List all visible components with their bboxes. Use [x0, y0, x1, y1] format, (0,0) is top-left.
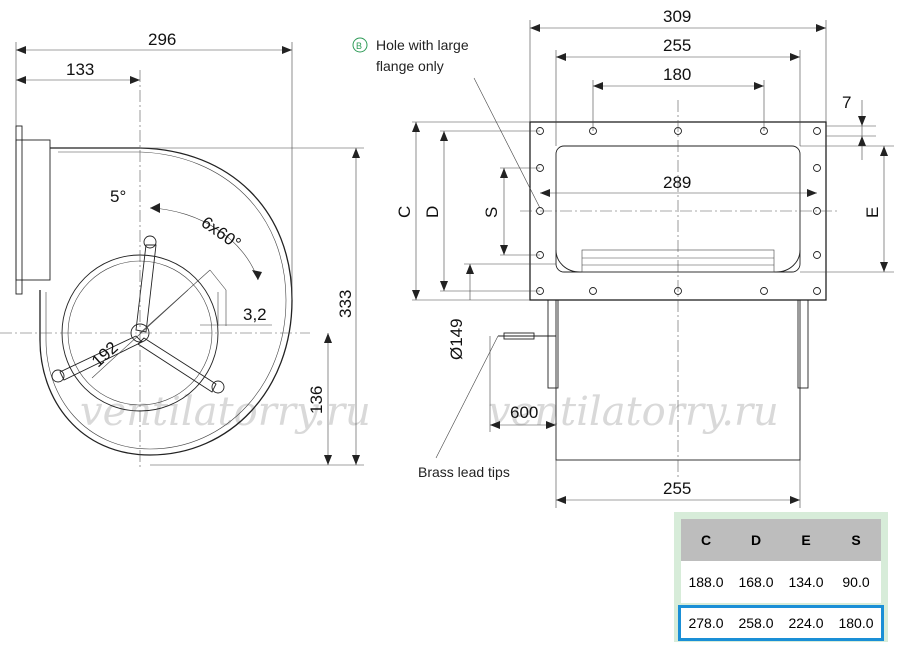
dim-angle-small: 5°: [110, 187, 126, 206]
dimension-table: C D E S 188.0 168.0 134.0 90.0 278.0 258…: [674, 512, 888, 642]
cell-s: 180.0: [838, 615, 874, 631]
label-d: D: [423, 206, 442, 218]
dim-lead-diameter: Ø149: [447, 318, 466, 360]
scroll-housing: [39, 147, 293, 456]
flange-note-marker-letter: B: [356, 41, 362, 51]
table-header: C D E S: [681, 519, 881, 561]
side-view: 296 133 5° 6x60° 3,2 192 333 136: [0, 30, 364, 470]
label-e: E: [863, 207, 882, 218]
side-flange-edge: [15, 125, 23, 295]
flange-note-line1: Hole with large: [376, 37, 469, 53]
cell-d: 168.0: [738, 574, 774, 590]
cell-e: 224.0: [788, 615, 824, 631]
header-e: E: [801, 532, 811, 548]
dim-front-width-flange: 255: [663, 36, 691, 55]
cell-d: 258.0: [738, 615, 774, 631]
dim-front-opening: 289: [663, 173, 691, 192]
flange-note-line2: flange only: [376, 58, 444, 74]
dim-side-width-center: 133: [66, 60, 94, 79]
watermark-right: ventilatorry.ru: [488, 389, 779, 435]
cell-c: 188.0: [688, 574, 724, 590]
spoke-top: [135, 244, 157, 333]
label-s: S: [482, 207, 501, 218]
front-view: 309 255 180 289 7 255 600 Ø149 C D S E B…: [352, 7, 894, 508]
table-row: 188.0 168.0 134.0 90.0: [681, 561, 881, 603]
dim-body-width: 255: [663, 479, 691, 498]
header-c: C: [700, 532, 712, 548]
mount-hole-top: [143, 235, 157, 249]
watermark-left: ventilatorry.ru: [80, 389, 371, 435]
cell-e: 134.0: [788, 574, 824, 590]
mount-hole-right: [211, 380, 225, 394]
dim-lead-length: 600: [510, 403, 538, 422]
label-c: C: [395, 206, 414, 218]
header-d: D: [750, 532, 762, 548]
cell-s: 90.0: [842, 574, 870, 590]
mount-hole-left: [51, 369, 65, 383]
dim-front-offset: 7: [842, 93, 851, 112]
side-mounting-plate: [15, 139, 51, 281]
cell-c: 278.0: [688, 615, 724, 631]
dim-gap: 3,2: [243, 305, 267, 324]
dim-front-width-total: 309: [663, 7, 691, 26]
header-s: S: [851, 532, 861, 548]
dim-side-width-total: 296: [148, 30, 176, 49]
flange-note-marker: [352, 37, 368, 53]
dim-side-height-center: 136: [307, 386, 326, 414]
flange-holes: [536, 127, 821, 295]
dim-side-height-total: 333: [336, 290, 355, 318]
dim-front-hole-pitch: 180: [663, 65, 691, 84]
table-row-highlighted: 278.0 258.0 224.0 180.0: [678, 605, 884, 641]
dim-angle-holes: 6x60°: [198, 213, 245, 254]
brass-note: Brass lead tips: [418, 464, 510, 480]
